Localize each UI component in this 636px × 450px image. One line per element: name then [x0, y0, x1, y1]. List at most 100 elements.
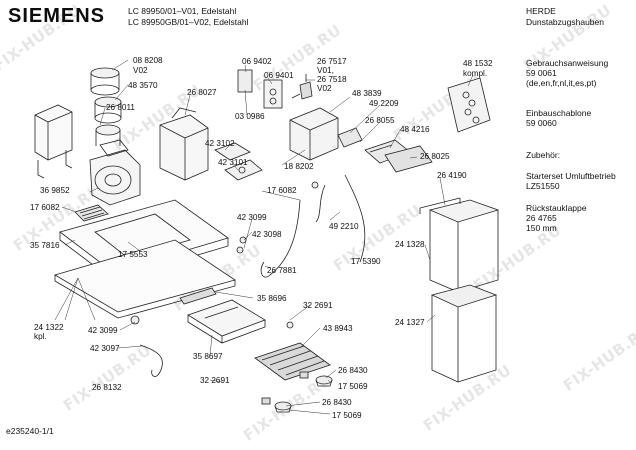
part-label: 48 3570 [128, 81, 158, 90]
fixing-screw [286, 321, 294, 329]
part-label: 43 8943 [323, 324, 353, 333]
part-label: 06 9402 [242, 57, 272, 66]
part-label: 32 2691 [200, 376, 230, 385]
backflow-flap-title: Rückstauklappe [526, 203, 587, 213]
halogen-lamp-2 [274, 401, 292, 413]
connection-cable [139, 344, 163, 377]
accessories-title: Zubehör: [526, 150, 561, 160]
blower-motor [89, 139, 141, 206]
manual-number: 59 0061 [526, 68, 557, 78]
part-label: 26 8025 [420, 152, 450, 161]
model-line-1: LC 89950/01–V01, Edelstahl [128, 6, 237, 16]
fixing-screw [239, 236, 247, 244]
mounting-rail [179, 287, 217, 305]
lamp-socket-2 [261, 397, 271, 405]
part-label: 42 3099 [237, 213, 267, 222]
part-label: V01, [317, 66, 334, 75]
template-title: Einbauschablone [526, 108, 592, 118]
part-label: 42 3101 [218, 158, 248, 167]
part-label: 26 8011 [106, 103, 135, 112]
manual-languages: (de,en,fr,nl,it,es,pt) [526, 78, 597, 88]
backflow-flap-size: 150 mm [526, 223, 557, 233]
category-line-1: HERDE [526, 6, 556, 16]
part-label: 26 7517 [317, 57, 347, 66]
operating-unit [447, 77, 491, 133]
halogen-lamp-1 [315, 375, 333, 387]
lamp-grid [254, 342, 331, 381]
cable-lamp [344, 174, 366, 263]
duct-pipe-upper [90, 67, 120, 96]
part-label: 49 2210 [329, 222, 359, 231]
part-label: 26 8027 [187, 88, 217, 97]
electronics-housing [289, 107, 339, 161]
wall-bracket [34, 104, 73, 179]
model-line-2: LC 89950GB/01–V02, Edelstahl [128, 17, 249, 27]
part-label: 17 6082 [30, 203, 60, 212]
brand-logo: SIEMENS [8, 5, 106, 27]
part-label: 17 5069 [338, 382, 368, 391]
part-label: 24 1322 [34, 323, 64, 332]
part-label: 35 8696 [257, 294, 287, 303]
control-panel-plate [214, 142, 263, 181]
part-label: kompl. [463, 69, 488, 78]
capacitor [337, 127, 363, 148]
duct-pipe-lower [95, 124, 121, 146]
part-label: 26 4190 [437, 171, 467, 180]
cable-connector [291, 74, 313, 100]
plug-part [130, 315, 140, 325]
starterset-number: LZ51550 [526, 181, 560, 191]
part-label: 42 3099 [88, 326, 118, 335]
part-label: 24 1327 [395, 318, 425, 327]
category-line-2: Dunstabzugshauben [526, 17, 604, 27]
part-label: 17 5390 [351, 257, 381, 266]
part-label: 18 8202 [284, 162, 314, 171]
cable-harness [260, 199, 301, 278]
fixing-screw [311, 181, 319, 189]
part-label: 48 1532 [463, 59, 493, 68]
part-label: 42 3097 [90, 344, 120, 353]
part-label: V02 [317, 84, 332, 93]
part-label: 17 5069 [332, 411, 362, 420]
lamp-socket-1 [299, 371, 309, 379]
part-label: 26 8132 [92, 383, 122, 392]
drawing-code: e235240-1/1 [6, 426, 54, 436]
transformer-bracket [187, 299, 266, 344]
part-label: 17 6082 [267, 186, 297, 195]
part-label: 24 1328 [395, 240, 425, 249]
grease-filter [74, 204, 109, 222]
lamp-cover [384, 145, 433, 173]
part-label: 36 9852 [40, 186, 70, 195]
duct-pipe-middle [94, 96, 122, 124]
part-label: kpl. [34, 332, 47, 341]
fixing-screw [236, 246, 244, 254]
part-label: 03 0986 [235, 112, 265, 121]
part-label: 06 9401 [264, 71, 294, 80]
part-label: V02 [133, 66, 148, 75]
part-label: 26 8430 [322, 398, 352, 407]
part-label: 35 8697 [193, 352, 223, 361]
part-label: 26 7518 [317, 75, 347, 84]
part-label: 48 3839 [352, 89, 382, 98]
holding-bracket [419, 197, 461, 214]
part-label: 42 3102 [205, 139, 235, 148]
control-bracket [159, 107, 209, 181]
bottom-panel [53, 239, 236, 319]
part-label: 26 7881 [267, 266, 297, 275]
part-label: 35 7816 [30, 241, 60, 250]
backflow-flap-number: 26 4765 [526, 213, 557, 223]
part-label: 17 5553 [118, 250, 148, 259]
part-label: 49 2209 [369, 99, 399, 108]
chimney-lower [430, 284, 498, 383]
switch-block [237, 69, 283, 109]
part-label: 08 8208 [133, 56, 163, 65]
part-label: 26 8055 [365, 116, 395, 125]
part-label: 48 4216 [400, 125, 430, 134]
template-number: 59 0060 [526, 118, 557, 128]
chimney-upper [428, 199, 500, 293]
part-label: 32 2691 [303, 301, 333, 310]
part-label: 42 3098 [252, 230, 282, 239]
part-label: 26 8430 [338, 366, 368, 375]
cable-short [315, 184, 326, 223]
starterset-title: Starterset Umluftbetrieb [526, 171, 616, 181]
